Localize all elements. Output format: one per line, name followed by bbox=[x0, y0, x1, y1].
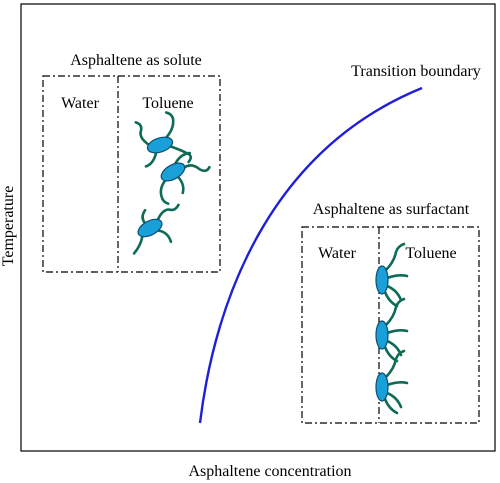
molecule-tail bbox=[159, 178, 170, 205]
x-axis-label: Asphaltene concentration bbox=[188, 463, 351, 480]
molecule-tail bbox=[156, 229, 173, 244]
solute-molecule bbox=[134, 111, 193, 168]
y-axis-label: Temperature bbox=[0, 186, 17, 267]
molecule-tail bbox=[383, 397, 399, 415]
molecule-tail bbox=[181, 164, 211, 173]
molecule-tail bbox=[156, 203, 180, 222]
plot-frame bbox=[20, 3, 496, 452]
molecule-tail bbox=[144, 151, 158, 168]
molecule-core bbox=[375, 320, 389, 350]
molecule-tail bbox=[385, 391, 403, 409]
transition-boundary-curve bbox=[198, 86, 423, 424]
solute-molecule bbox=[132, 203, 180, 255]
surfactant-panel-title: Asphaltene as surfactant bbox=[313, 201, 470, 218]
molecule-tail bbox=[385, 274, 409, 280]
molecule-tail bbox=[384, 349, 406, 379]
surfactant-panel-frame bbox=[301, 226, 480, 424]
molecule-core bbox=[375, 265, 389, 295]
molecule-tail bbox=[383, 290, 399, 308]
surfactant-panel: Asphaltene as surfactant Water Toluene bbox=[301, 201, 480, 424]
molecule-core bbox=[146, 136, 174, 154]
molecule-tail bbox=[134, 121, 151, 147]
solute-water-label: Water bbox=[61, 95, 99, 112]
surfactant-water-label: Water bbox=[318, 245, 356, 262]
molecule-tail bbox=[164, 111, 175, 140]
molecule-tail bbox=[173, 151, 192, 166]
molecule-core bbox=[160, 162, 186, 182]
molecule-tail bbox=[385, 329, 409, 335]
molecule-tail bbox=[176, 175, 185, 195]
molecule-tail bbox=[384, 242, 406, 272]
transition-boundary-label: Transition boundary bbox=[351, 63, 481, 80]
surfactant-molecule bbox=[375, 349, 409, 415]
solute-panel: Asphaltene as solute Water Toluene bbox=[42, 52, 221, 273]
molecule-core bbox=[375, 372, 389, 402]
solute-panel-title: Asphaltene as solute bbox=[70, 52, 202, 69]
molecule-tail bbox=[132, 234, 144, 255]
surfactant-molecule bbox=[375, 297, 409, 363]
solute-molecule bbox=[159, 151, 211, 205]
surfactant-molecule bbox=[375, 242, 409, 308]
molecule-tail bbox=[385, 381, 409, 387]
molecule-tail bbox=[384, 297, 406, 327]
surfactant-toluene-label: Toluene bbox=[405, 245, 456, 262]
solute-molecules bbox=[132, 111, 211, 255]
molecule-tail bbox=[385, 284, 403, 302]
solute-toluene-label: Toluene bbox=[142, 95, 193, 112]
molecule-core bbox=[137, 218, 163, 238]
surfactant-molecules bbox=[375, 242, 409, 415]
solute-panel-frame bbox=[42, 75, 221, 273]
